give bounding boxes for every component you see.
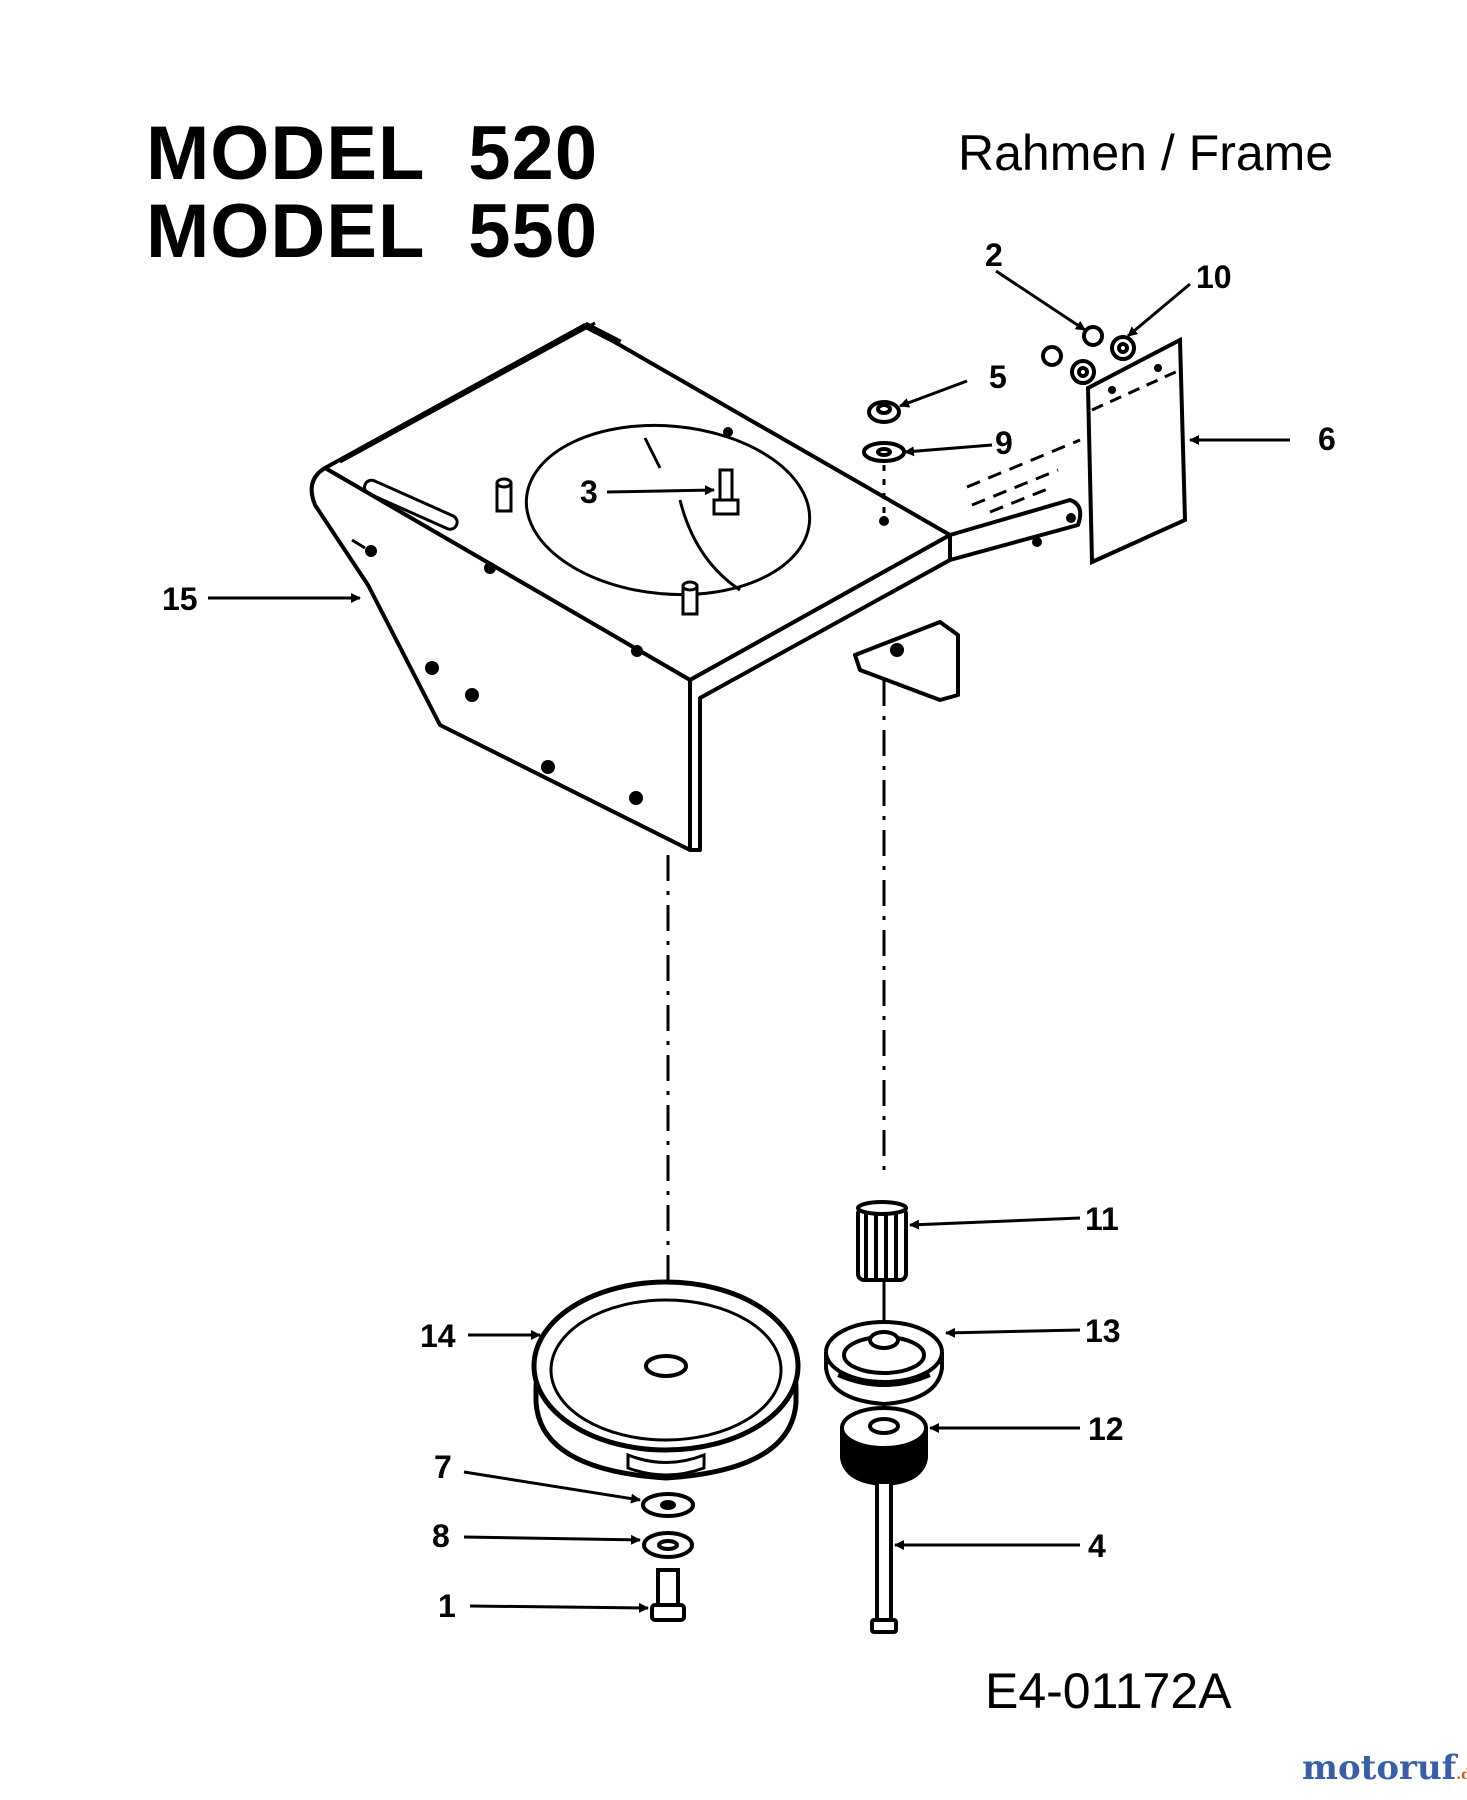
- part-14-large-pulley: [531, 1279, 801, 1481]
- plate-studs: [495, 477, 699, 616]
- frame-rear-arm: [948, 498, 1083, 562]
- part-10-washers: [1070, 335, 1136, 385]
- part-13-small-pulley: [824, 1320, 944, 1407]
- part-9-washer: [862, 441, 906, 463]
- callout-3: 3: [580, 474, 598, 510]
- frame-housing: [309, 323, 1083, 852]
- part-7-washer: [641, 1492, 695, 1518]
- frame-holes: [365, 427, 1076, 805]
- callout-12: 12: [1088, 1411, 1124, 1447]
- part-6-plate: [1085, 336, 1188, 566]
- diagram-code: E4-01172A: [985, 1663, 1232, 1719]
- frame-details: [339, 321, 1059, 597]
- part-1-bolt: [650, 1568, 686, 1622]
- part-12-idler-pulley: [840, 1406, 928, 1487]
- part-3-stud: [712, 468, 740, 516]
- model-title-550: MODEL 550: [146, 189, 599, 274]
- frame-left-panel: [309, 466, 692, 852]
- frame-lower-bracket: [853, 620, 960, 702]
- callout-1: 1: [438, 1588, 456, 1624]
- part-4-shaft: [870, 1480, 898, 1634]
- callout-6: 6: [1318, 421, 1336, 457]
- callout-11: 11: [1085, 1201, 1119, 1237]
- callout-7: 7: [434, 1449, 452, 1485]
- callout-14: 14: [420, 1318, 456, 1354]
- callout-15: 15: [162, 581, 198, 617]
- part-5-nut: [867, 400, 901, 424]
- assembly-center-lines: [666, 438, 1081, 1325]
- callout-2: 2: [985, 237, 1003, 273]
- section-title: Rahmen / Frame: [958, 125, 1334, 181]
- callout-13: 13: [1085, 1313, 1121, 1349]
- callout-10: 10: [1196, 259, 1232, 295]
- part-11-gear: [856, 1200, 908, 1282]
- callout-9: 9: [995, 425, 1013, 461]
- callout-8: 8: [432, 1518, 450, 1554]
- frame-ring-opening: [524, 423, 812, 597]
- callout-4: 4: [1088, 1528, 1106, 1564]
- callout-arrows: [208, 269, 1290, 1613]
- watermark-tld: .de: [1456, 1767, 1467, 1783]
- model-title-520: MODEL 520: [146, 111, 599, 196]
- callout-5: 5: [989, 359, 1007, 395]
- watermark-logo: motoruf.de: [1302, 1748, 1467, 1788]
- part-8-lock-washer: [642, 1531, 694, 1559]
- watermark-text: motoruf: [1302, 1748, 1457, 1788]
- part-2-bolts: [1041, 325, 1104, 367]
